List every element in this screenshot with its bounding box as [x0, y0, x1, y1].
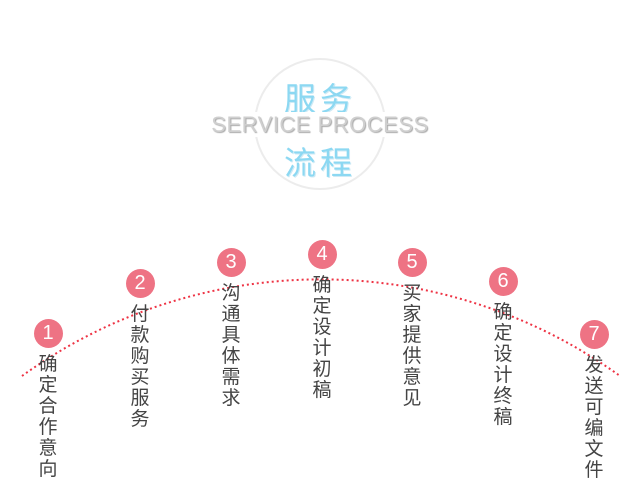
title-service: 服务 — [283, 80, 356, 118]
step-number: 5 — [397, 248, 427, 277]
title-english: SERVICE PROCESS — [0, 112, 640, 138]
step-label: 确定设计终稿 — [493, 301, 513, 428]
step-6: 6 确定设计终稿 — [488, 267, 518, 428]
step-1: 1 确定合作意向 — [33, 319, 63, 480]
step-number: 7 — [579, 320, 609, 349]
step-label: 买家提供意见 — [402, 282, 422, 409]
step-7: 7 发送可编文件 — [579, 320, 609, 481]
step-2: 2 付款购买服务 — [125, 269, 155, 430]
step-number: 6 — [488, 267, 518, 296]
step-4: 4 确定设计初稿 — [307, 240, 337, 401]
step-number: 3 — [216, 248, 246, 277]
title-english-text: SERVICE PROCESS — [209, 112, 431, 137]
step-label: 确定设计初稿 — [312, 274, 332, 401]
step-number: 4 — [307, 240, 337, 269]
step-number: 1 — [33, 319, 63, 348]
step-label: 沟通具体需求 — [221, 282, 241, 409]
step-5: 5 买家提供意见 — [397, 248, 427, 409]
step-3: 3 沟通具体需求 — [216, 248, 246, 409]
step-label: 发送可编文件 — [584, 354, 604, 481]
title-process: 流程 — [283, 144, 356, 182]
step-label: 付款购买服务 — [130, 303, 150, 430]
step-label: 确定合作意向 — [38, 353, 58, 480]
step-number: 2 — [125, 269, 155, 298]
